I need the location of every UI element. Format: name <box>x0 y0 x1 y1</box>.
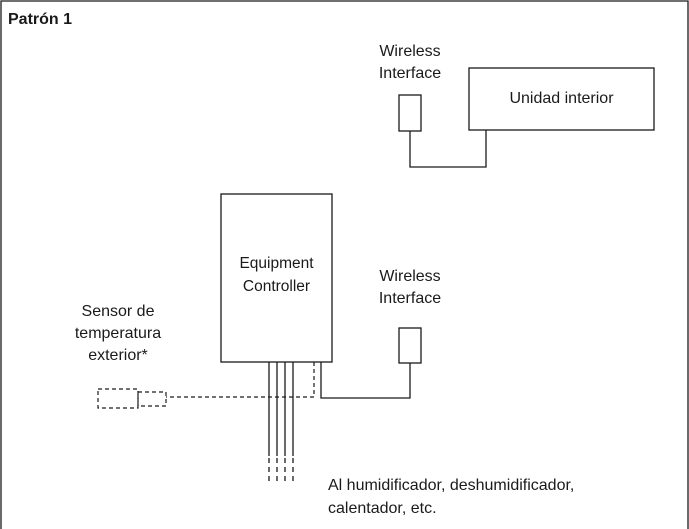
equipment-controller-box <box>220 193 333 363</box>
top-connection-wire <box>409 130 487 168</box>
output-wires <box>268 362 294 456</box>
sensor-dashed-wire <box>166 362 315 398</box>
top-wireless-interface-label: Wireless Interface <box>378 43 442 82</box>
indoor-unit-box <box>468 67 655 131</box>
controller-wireless-wire <box>320 362 411 399</box>
output-wires-dashed <box>268 458 294 485</box>
top-wireless-interface-box <box>398 94 422 132</box>
bottom-wireless-interface-label: Wireless Interface <box>378 268 442 307</box>
outputs-note-label: Al humidificador, deshumidificador, cale… <box>328 477 575 517</box>
temperature-sensor-dashed <box>97 388 167 409</box>
pattern-title: Patrón 1 <box>8 11 73 28</box>
bottom-wireless-interface-box <box>398 327 422 364</box>
equipment-controller-label: Equipment Controller <box>239 255 314 295</box>
temperature-sensor-label: Sensor de temperatura exterior* <box>74 303 162 364</box>
indoor-unit-label: Unidad interior <box>509 90 614 107</box>
